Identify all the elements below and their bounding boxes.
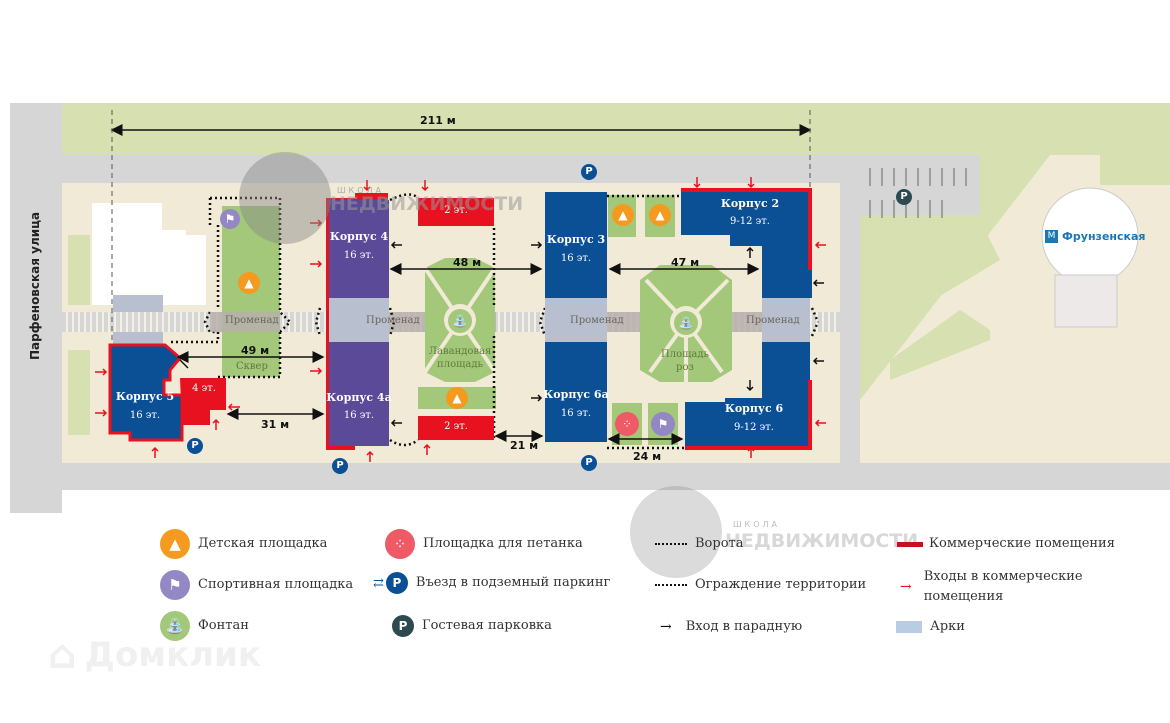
promenade-label-3: Променад [570,315,624,326]
petanque-icon: ⁘ [385,529,415,559]
underground-parking-icon: P [187,438,203,454]
arch-icon [896,621,922,633]
underground-parking-icon: P [385,572,408,594]
two-way-arrow-icon: ⇄ [373,575,384,591]
fountain-icon: ⛲ [160,611,190,641]
legend-item-guest-parking: P Гостевая парковка [392,615,552,637]
roses-label-2: роз [676,362,694,373]
korpus-5-label: Корпус 5 [115,390,175,403]
legend-item-playground: ▲ Детская площадка [160,529,327,559]
korpus-4a-label: Корпус 4а [326,391,392,404]
dim-31-label: 31 м [261,418,290,431]
korpus-6a-label: Корпус 6а [543,388,609,401]
legend-item-petanque: ⁘ Площадка для петанка [385,529,583,559]
korpus-5-floors: 16 эт. [129,410,161,421]
korpus-2-label: Корпус 2 [720,197,780,210]
house-logo-icon: ⌂ [48,632,77,678]
korpus-2 [681,190,812,298]
playground-icon: ▲ [160,529,190,559]
commercial-top-label: 2 эт. [444,205,468,216]
korpus-4a-floors: 16 эт. [343,410,375,421]
guest-parking-icon: P [392,615,414,637]
skver-label: Сквер [236,361,268,372]
legend-item-sports: ⚑ Спортивная площадка [160,570,353,600]
school-watermark-logo [239,152,331,244]
metro-station-label: M Фрунзенская [1045,230,1145,243]
lavender-label-2: площадь [437,359,483,370]
commercial-entrance-icon: → [900,579,912,595]
promenade-label-1: Променад [225,315,279,326]
existing-building [92,203,206,305]
roses-label-1: Площадь [661,349,709,360]
commercial-2et-bottom [418,416,494,440]
commercial-4et [180,378,226,425]
entrance-arrow-icon: → [660,619,672,635]
korpus-3-label: Корпус 3 [546,233,606,246]
korpus-3-floors: 16 эт. [560,253,592,264]
playground-icon: ▲ [238,272,260,294]
legend-item-gate: Ворота [655,534,743,554]
fence-icon [655,584,687,586]
korpus-4 [329,200,389,298]
korpus-6 [685,342,810,448]
school-watermark-small: ШКОЛА [337,186,385,195]
sports-ground-icon: ⚑ [160,570,190,600]
playground-icon: ▲ [446,387,468,409]
sports-ground-icon: ⚑ [651,412,675,436]
legend-item-fence: Ограждение территории [655,575,866,595]
entrance-arrows [179,241,824,427]
korpus-6a [545,342,607,442]
dim-48-label: 48 м [453,256,482,269]
korpus-3 [545,192,607,298]
korpus-6-floors: 9-12 эт. [734,422,774,433]
fountain-icon: ⛲ [674,311,698,335]
lavender-label-1: Лавандовая [428,346,492,357]
park-strip-top [62,103,1170,155]
underground-parking-icon: P [581,455,597,471]
dim-211-label: 211 м [420,114,456,127]
school-watermark-big-2: НЕДВИЖИМОСТИ [725,530,919,552]
dim-21-label: 21 м [510,439,539,452]
commercial-4et-label: 4 эт. [192,383,216,394]
gate-icon [655,543,687,545]
sports-ground-icon: ⚑ [220,209,240,229]
domclick-watermark: ⌂ Домклик [48,632,261,678]
dim-49-label: 49 м [241,344,270,357]
korpus-4-floors: 16 эт. [343,250,375,261]
bottom-white [62,490,1170,513]
korpus-6-label: Корпус 6 [724,402,784,415]
fountain-icon: ⛲ [448,309,472,333]
commercial-2et-top [418,198,494,226]
commercial-entrance-arrows [95,177,826,462]
legend-item-fountain: ⛲ Фонтан [160,611,249,641]
korpus-6a-floors: 16 эт. [560,408,592,419]
legend-item-arch: Арки [896,617,965,637]
promenade-label-4: Променад [746,315,800,326]
korpus-4a [329,342,389,446]
fence-line [170,196,292,379]
legend-item-underground-parking: ⇄ P Въезд в подземный паркинг [373,572,610,594]
dim-47-label: 47 м [671,256,700,269]
legend-item-commercial: Коммерческие помещения [897,534,1115,554]
school-watermark-small-2: ШКОЛА [733,520,781,529]
commercial-line-icon [897,541,923,547]
korpus-2-floors: 9-12 эт. [730,216,770,227]
underground-parking-icon: P [581,164,597,180]
school-watermark-big: НЕДВИЖИМОСТИ [330,193,524,215]
petanque-icon: ⁘ [615,412,639,436]
guest-parking-icon: P [896,189,912,205]
dim-24-label: 24 м [633,450,662,463]
korpus-4-label: Корпус 4 [329,230,389,243]
playground-icon: ▲ [612,204,634,226]
metro-icon: M [1045,230,1058,243]
legend-item-commercial-entrance: → Входы в коммерческие помещения [900,569,1083,604]
legend-item-entrance: → Вход в парадную [660,619,803,635]
commercial-bottom-label: 2 эт. [444,421,468,432]
playground-icon: ▲ [649,204,671,226]
promenade-label-2: Променад [366,315,420,326]
street-label: Парфеновская улица [28,211,42,360]
underground-parking-icon: P [332,458,348,474]
